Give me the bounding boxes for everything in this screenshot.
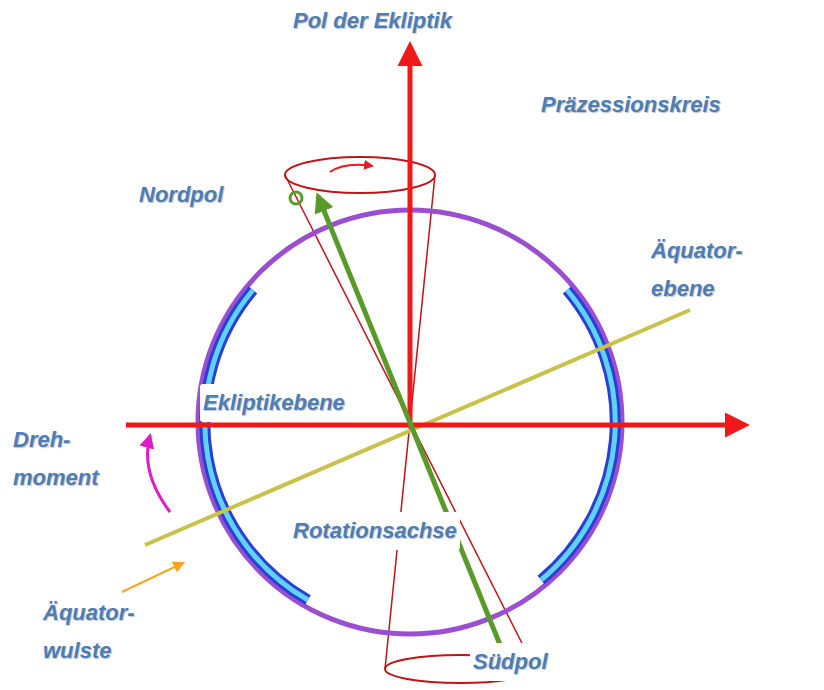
ecliptic-line [62,423,745,428]
rotation-axis [318,196,505,657]
plane-label: Ekliptikebene [200,384,348,422]
pole-label: Nordpol [136,176,226,214]
torque-arrow [148,436,171,512]
pole-label: Südpol [470,643,551,681]
part-label: Äquator- wulste [40,594,156,670]
north-pole-dot [290,192,302,204]
ecliptic-pole-axis [408,46,413,422]
circle-label: Präzessionskreis [538,86,724,124]
bulge-leader [122,563,183,592]
axis-label: Pol der Ekliptik [290,2,455,40]
plane-label: Äquator- ebene [648,232,772,308]
axis-label: Rotationsachse [290,512,460,550]
force-label: Dreh- moment [10,421,126,497]
precession-arrow [330,165,372,172]
